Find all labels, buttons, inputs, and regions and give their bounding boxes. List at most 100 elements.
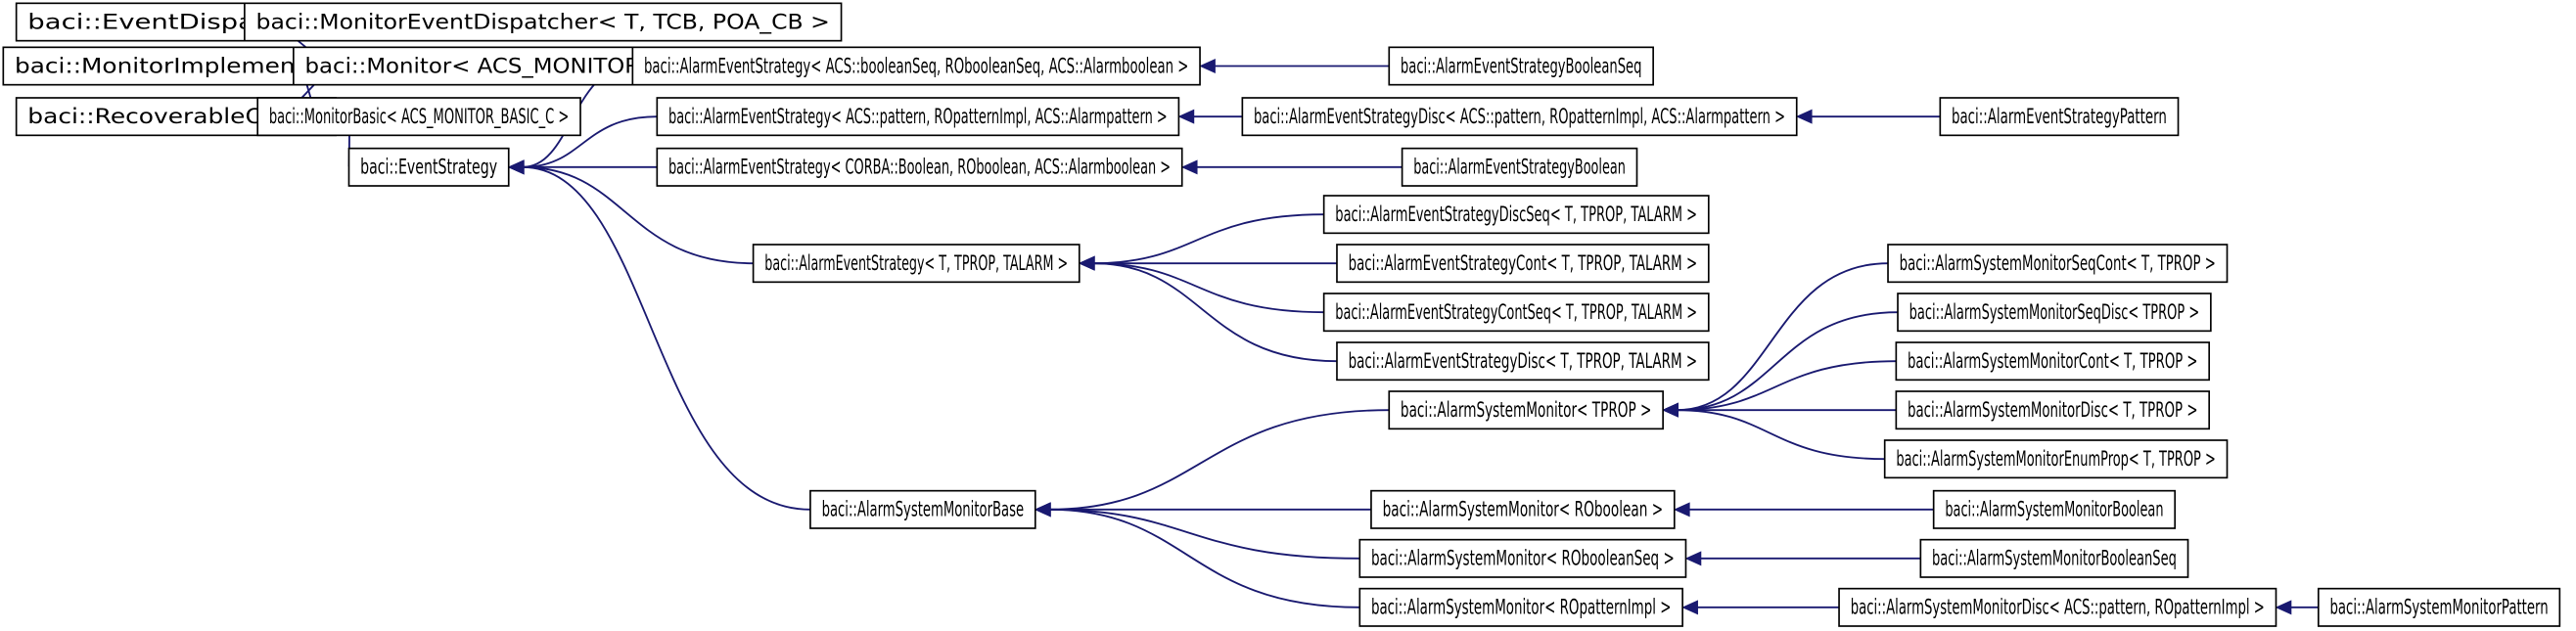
class-node-box[interactable] [1897,293,2212,333]
class-node[interactable]: baci::AlarmSystemMonitorDisc< T, TPROP > [1895,390,2211,430]
inheritance-arrowhead [1673,502,1690,518]
class-node-box[interactable] [1388,46,1654,86]
class-node[interactable]: baci::AlarmEventStrategyDisc< ACS::patte… [1241,97,1798,137]
class-node[interactable]: baci::AlarmSystemMonitor< RObooleanSeq > [1358,538,1687,578]
class-node[interactable]: baci::MonitorBasic< ACS_MONITOR_BASIC_C … [256,97,581,137]
class-node[interactable]: baci::AlarmSystemMonitorPattern [2317,587,2561,627]
class-node[interactable]: baci::AlarmSystemMonitor< ROpatternImpl … [1358,587,1683,627]
class-node-label: baci::AlarmEventStrategyBoolean [1413,156,1626,180]
edge-line [1677,311,1899,412]
class-node-box[interactable] [1895,341,2211,382]
class-node-label: baci::AlarmEventStrategyDisc< ACS::patte… [1254,105,1785,129]
class-node-box[interactable] [1388,390,1664,430]
inheritance-edge [1078,213,1324,271]
class-node-label: baci::AlarmEventStrategyDiscSeq< T, TPRO… [1335,203,1697,227]
class-node-box[interactable] [1358,538,1687,578]
class-node-box[interactable] [347,147,510,187]
class-node-box[interactable] [1838,587,2277,627]
edge-line [522,165,810,511]
inheritance-arrowhead [1078,255,1095,271]
inheritance-arrowhead [1180,159,1198,175]
inheritance-edge [1180,159,1403,175]
class-node[interactable]: baci::AlarmEventStrategyBoolean [1401,147,1638,187]
class-node-label: baci::AlarmEventStrategyDisc< T, TPROP, … [1349,349,1697,374]
edge-line [1048,508,1360,608]
class-node-box[interactable] [1358,587,1683,627]
class-node-box[interactable] [1883,439,2229,479]
inheritance-edge [1078,255,1337,363]
class-node-box[interactable] [1887,244,2229,284]
class-node-label: baci::MonitorBasic< ACS_MONITOR_BASIC_C … [269,105,570,129]
edge-line [1677,360,1897,412]
class-node-box[interactable] [1932,489,2177,529]
class-node-label: baci::AlarmSystemMonitorDisc< T, TPROP > [1908,398,2198,423]
edge-line [1092,262,1324,314]
class-node-box[interactable] [656,97,1180,137]
inheritance-arrowhead [1199,59,1216,73]
class-node-box[interactable] [1336,341,1710,382]
class-node[interactable]: baci::AlarmEventStrategyCont< T, TPROP, … [1336,244,1710,284]
edge-line [1092,213,1324,265]
inheritance-edge [1662,402,1885,461]
class-node[interactable]: baci::EventStrategy [347,147,510,187]
class-node-box[interactable] [2317,587,2561,627]
edge-line [1048,409,1390,511]
class-node[interactable]: baci::AlarmSystemMonitorBase [809,489,1036,529]
class-node[interactable]: baci::AlarmSystemMonitorSeqCont< T, TPRO… [1887,244,2229,284]
class-node-label: baci::AlarmSystemMonitorEnumProp< T, TPR… [1896,447,2216,472]
class-node[interactable]: baci::AlarmEventStrategy< CORBA::Boolean… [656,147,1183,187]
class-node-box[interactable] [1322,195,1710,235]
class-node-label: baci::AlarmSystemMonitorSeqDisc< TPROP > [1909,300,2200,325]
class-node[interactable]: baci::MonitorEventDispatcher< T, TCB, PO… [244,2,843,42]
class-node-box[interactable] [1895,390,2211,430]
class-node[interactable]: baci::AlarmEventStrategyPattern [1939,97,2180,137]
class-node[interactable]: baci::AlarmSystemMonitorBoolean [1932,489,2177,529]
class-node-box[interactable] [1322,293,1710,333]
class-node[interactable]: baci::AlarmEventStrategy< ACS::booleanSe… [631,46,1201,86]
class-node[interactable]: baci::AlarmEventStrategyDiscSeq< T, TPRO… [1322,195,1710,235]
edge-line [1677,262,1889,412]
class-node-label: baci::MonitorEventDispatcher< T, TCB, PO… [256,10,830,34]
class-node-box[interactable] [1336,244,1710,284]
class-node[interactable]: baci::AlarmSystemMonitorEnumProp< T, TPR… [1883,439,2229,479]
class-node-box[interactable] [1919,538,2189,578]
class-node-label: baci::AlarmSystemMonitorDisc< ACS::patte… [1851,596,2265,620]
class-node-label: baci::AlarmSystemMonitor< ROpatternImpl … [1371,596,1672,620]
inheritance-arrowhead [2275,600,2292,615]
class-node-box[interactable] [656,147,1183,187]
class-node[interactable]: baci::AlarmEventStrategy< T, TPROP, TALA… [752,244,1081,284]
class-node-box[interactable] [752,244,1081,284]
inheritance-arrowhead [507,159,525,175]
class-node-label: baci::AlarmSystemMonitorCont< T, TPROP > [1908,349,2198,374]
class-node-box[interactable] [1939,97,2180,137]
class-node-label: baci::AlarmSystemMonitor< TPROP > [1401,398,1652,423]
inheritance-arrowhead [1681,600,1698,615]
inheritance-edge [1177,109,1243,124]
inheritance-edge [507,159,810,511]
class-node[interactable]: baci::AlarmSystemMonitor< TPROP > [1388,390,1664,430]
inheritance-edge [1034,409,1390,518]
class-node[interactable]: baci::AlarmEventStrategyBooleanSeq [1388,46,1654,86]
class-node[interactable]: baci::AlarmSystemMonitorDisc< ACS::patte… [1838,587,2277,627]
class-node-label: baci::AlarmSystemMonitor< ROboolean > [1383,498,1664,522]
class-node-label: baci::Monitor< ACS_MONITOR_C > [305,54,693,78]
class-node-box[interactable] [256,97,581,137]
class-node-box[interactable] [1370,489,1676,529]
class-node[interactable]: baci::AlarmEventStrategyContSeq< T, TPRO… [1322,293,1710,333]
class-node[interactable]: baci::AlarmEventStrategy< ACS::pattern, … [656,97,1180,137]
class-node[interactable]: baci::AlarmSystemMonitorBooleanSeq [1919,538,2189,578]
class-node-box[interactable] [244,2,843,42]
class-node-label: baci::AlarmEventStrategyBooleanSeq [1401,54,1642,78]
class-node[interactable]: baci::AlarmSystemMonitor< ROboolean > [1370,489,1676,529]
inheritance-arrowhead [1795,109,1813,124]
inheritance-edge [1199,59,1390,73]
class-node-box[interactable] [1241,97,1798,137]
class-node-box[interactable] [809,489,1036,529]
class-node[interactable]: baci::AlarmSystemMonitorCont< T, TPROP > [1895,341,2211,382]
class-node[interactable]: baci::AlarmSystemMonitorSeqDisc< TPROP > [1897,293,2212,333]
class-node[interactable]: baci::AlarmEventStrategyDisc< T, TPROP, … [1336,341,1710,382]
inheritance-arrowhead [1684,551,1702,566]
class-node-box[interactable] [1401,147,1638,187]
class-node-box[interactable] [631,46,1201,86]
